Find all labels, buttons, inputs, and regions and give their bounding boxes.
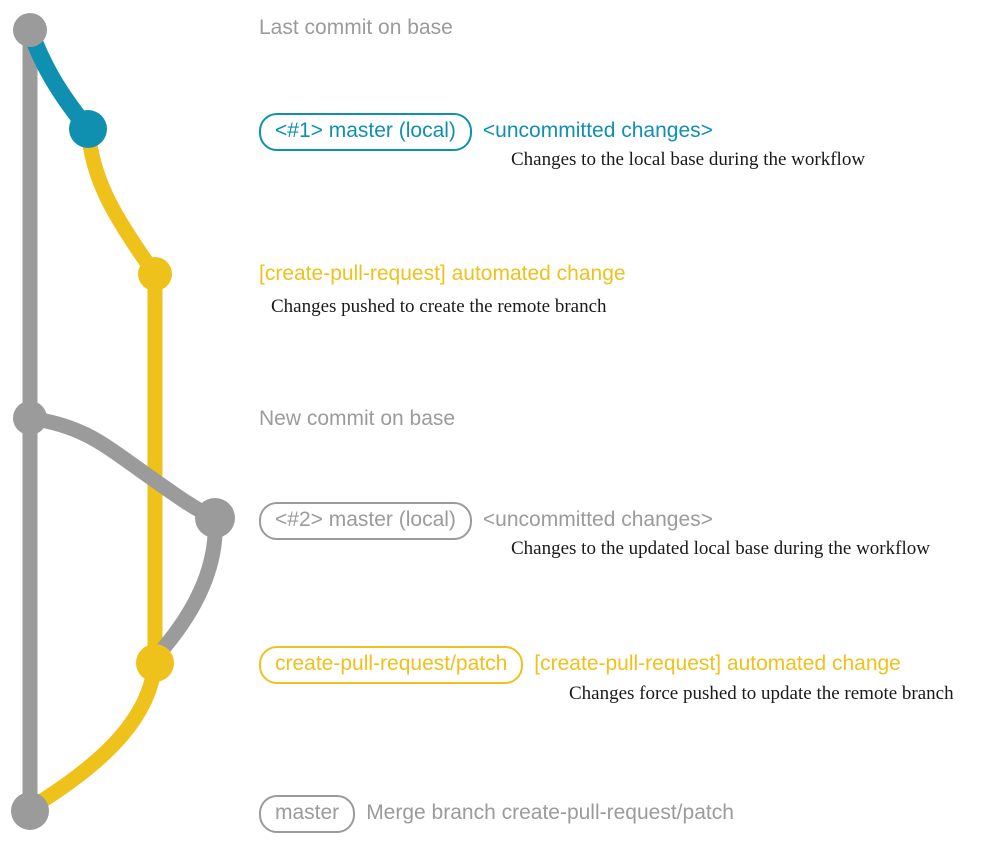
commit-description-remote-1: Changes pushed to create the remote bran…	[271, 296, 607, 317]
commit-node-remote-1[interactable]	[138, 257, 172, 291]
commit-row-local-2: <#2> master (local) <uncommitted changes…	[259, 502, 713, 540]
commit-node-local-1[interactable]	[69, 110, 107, 148]
commit-row-local-1: <#1> master (local) <uncommitted changes…	[259, 113, 713, 151]
commit-node-local-2[interactable]	[195, 498, 235, 538]
commit-description-local-2: Changes to the updated local base during…	[511, 538, 930, 559]
commit-row-remote-1: [create-pull-request] automated change	[259, 262, 626, 286]
commit-description-local-1: Changes to the local base during the wor…	[511, 149, 866, 170]
commit-node-merge[interactable]	[11, 792, 49, 830]
commit-node-remote-2[interactable]	[136, 644, 174, 682]
branch-pill-master-local-1[interactable]: <#1> master (local)	[259, 113, 472, 151]
commit-subject: Last commit on base	[259, 16, 453, 39]
commit-row-last-base: Last commit on base	[259, 16, 453, 40]
commit-row-remote-2: create-pull-request/patch [create-pull-r…	[259, 646, 901, 684]
commit-subject: New commit on base	[259, 407, 456, 430]
branch-pill-create-pull-request-patch[interactable]: create-pull-request/patch	[259, 646, 524, 684]
commit-row-new-base: New commit on base	[259, 407, 455, 431]
commit-subject: <uncommitted changes>	[482, 508, 713, 531]
edge-base-to-local-2	[22, 410, 223, 526]
edge-remote-2-to-merge	[26, 655, 163, 814]
commit-subject: [create-pull-request] automated change	[259, 262, 626, 285]
commit-description-remote-2: Changes force pushed to update the remot…	[569, 683, 954, 704]
commit-node-last-base[interactable]	[13, 13, 47, 47]
branch-pill-master-local-2[interactable]: <#2> master (local)	[259, 502, 472, 540]
commit-subject: <uncommitted changes>	[482, 119, 713, 142]
commit-subject: Merge branch create-pull-request/patch	[366, 801, 734, 824]
commit-row-merge: master Merge branch create-pull-request/…	[259, 795, 734, 833]
commit-subject: [create-pull-request] automated change	[534, 652, 901, 675]
commit-node-new-base[interactable]	[13, 401, 47, 435]
branch-pill-master[interactable]: master	[259, 795, 356, 833]
